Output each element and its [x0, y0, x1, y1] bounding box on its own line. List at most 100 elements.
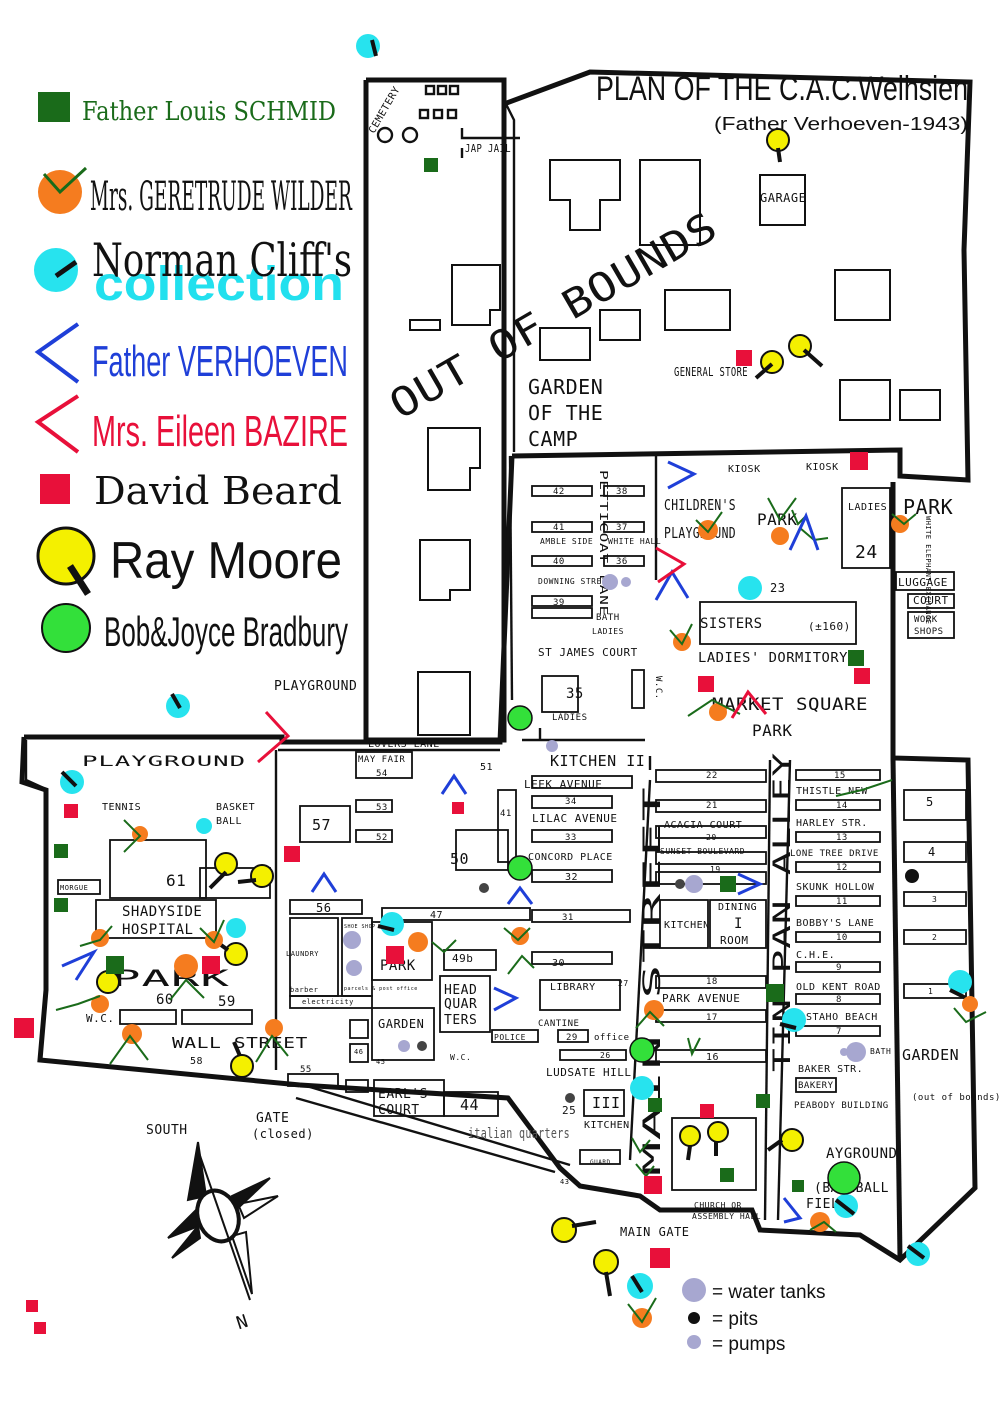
cliff-marker[interactable] [60, 770, 84, 794]
verhoeven-marker[interactable] [493, 986, 520, 1012]
label-b12: 12 [836, 863, 848, 873]
wilder-marker[interactable] [174, 954, 198, 978]
verhoeven-marker[interactable] [667, 460, 698, 490]
beard-marker[interactable] [644, 1176, 662, 1194]
wilder-marker[interactable] [511, 927, 529, 945]
wilder-marker[interactable] [644, 1000, 664, 1020]
wilder-marker[interactable] [408, 932, 428, 952]
cliff-marker[interactable] [196, 818, 212, 834]
schmid-marker[interactable] [106, 956, 124, 974]
label-bath-2: BATH [870, 1047, 891, 1056]
beard-marker[interactable] [854, 668, 870, 684]
label-electricity: electricity [302, 998, 354, 1006]
label-church-1: CHURCH OR [694, 1201, 742, 1210]
label-b44: 44 [460, 1096, 479, 1114]
label-park-1: PARK [757, 510, 798, 529]
cliff-marker[interactable] [630, 1076, 654, 1100]
cliff-marker[interactable] [834, 1194, 858, 1218]
beard-marker[interactable] [650, 1248, 670, 1268]
bazire-marker[interactable] [655, 546, 687, 584]
verhoeven-marker[interactable] [654, 569, 690, 601]
schmid-marker[interactable] [54, 844, 68, 858]
beard-marker[interactable] [386, 946, 404, 964]
schmid-marker[interactable] [54, 898, 68, 912]
wilder-marker[interactable] [91, 995, 109, 1013]
schmid-marker[interactable] [756, 1094, 770, 1108]
label-kiosk-2: KIOSK [806, 462, 839, 473]
label-sisters: SISTERS [700, 616, 763, 632]
schmid-marker[interactable] [424, 158, 438, 172]
bazire-marker[interactable] [257, 710, 291, 764]
schmid-marker[interactable] [720, 876, 736, 892]
label-b18: 18 [706, 977, 718, 987]
label-b22: 22 [706, 771, 718, 781]
wilder-marker[interactable] [132, 826, 148, 842]
beard-marker[interactable] [34, 1322, 46, 1334]
verhoeven-marker[interactable] [506, 885, 534, 905]
beard-marker[interactable] [452, 802, 464, 814]
label-b34: 34 [565, 797, 577, 807]
cliff-marker[interactable] [779, 1008, 806, 1032]
moore-marker[interactable] [208, 852, 238, 890]
beard-marker[interactable] [850, 452, 868, 470]
verhoeven-marker[interactable] [788, 512, 820, 551]
beard-marker[interactable] [736, 350, 752, 366]
moore-marker[interactable] [237, 864, 274, 888]
moore-marker[interactable] [551, 1217, 597, 1243]
cliff-marker[interactable] [356, 34, 380, 58]
moore-marker[interactable] [766, 1128, 804, 1152]
label-b29: 29 [566, 1033, 578, 1043]
wilder-marker[interactable] [891, 515, 909, 533]
moore-marker[interactable] [766, 128, 790, 163]
wilder-marker[interactable] [771, 527, 789, 545]
beard-marker[interactable] [14, 1018, 34, 1038]
schmid-marker[interactable] [792, 1180, 804, 1192]
moore-marker[interactable] [788, 334, 824, 368]
moore-marker[interactable] [679, 1125, 701, 1161]
label-b5: 5 [926, 795, 934, 809]
legend-label-bradbury: Bob&Joyce Bradbury [104, 608, 348, 655]
pit-icon [565, 1093, 575, 1103]
verhoeven-marker[interactable] [61, 948, 98, 981]
wilder-marker[interactable] [265, 1019, 283, 1037]
moore-marker[interactable] [754, 350, 784, 380]
beard-marker[interactable] [202, 956, 220, 974]
cliff-marker[interactable] [906, 1242, 930, 1266]
schmid-marker[interactable] [648, 1098, 662, 1112]
cliff-marker[interactable] [627, 1273, 653, 1299]
label-shadyside-1: SHADYSIDE [122, 904, 202, 920]
bazire-marker[interactable] [730, 689, 768, 719]
schmid-marker[interactable] [848, 650, 864, 666]
cliff-marker[interactable] [226, 918, 246, 938]
wilder-marker[interactable] [709, 703, 727, 721]
bradbury-marker[interactable] [827, 1161, 861, 1195]
cliff-marker[interactable] [377, 912, 404, 936]
verhoeven-marker[interactable] [440, 773, 468, 795]
label-guard: GUARD [590, 1159, 611, 1166]
cliff-marker[interactable] [948, 970, 972, 1000]
moore-marker[interactable] [96, 970, 120, 994]
label-luggage: LUGGAGE [898, 576, 948, 589]
schmid-marker[interactable] [766, 984, 784, 1002]
schmid-marker[interactable] [720, 1168, 734, 1182]
cliff-marker[interactable] [166, 693, 190, 718]
label-b47: 47 [430, 910, 443, 921]
beard-marker[interactable] [698, 676, 714, 692]
verhoeven-marker[interactable] [782, 1197, 803, 1224]
cliff-marker[interactable] [738, 576, 762, 600]
moore-marker[interactable] [707, 1121, 729, 1156]
beard-marker[interactable] [26, 1300, 38, 1312]
bradbury-marker[interactable] [629, 1037, 655, 1063]
verhoeven-marker[interactable] [310, 871, 338, 893]
beard-marker[interactable] [284, 846, 300, 862]
beard-marker[interactable] [700, 1104, 714, 1118]
label-hq-2: QUAR [444, 997, 477, 1012]
bradbury-marker[interactable] [507, 705, 533, 731]
wilder-marker[interactable] [122, 1024, 142, 1044]
bradbury-marker[interactable] [507, 855, 533, 881]
moore-marker[interactable] [230, 1041, 254, 1078]
wilder-marker[interactable] [962, 996, 978, 1012]
verhoeven-marker[interactable] [737, 872, 764, 896]
moore-marker[interactable] [593, 1249, 619, 1297]
beard-marker[interactable] [64, 804, 78, 818]
